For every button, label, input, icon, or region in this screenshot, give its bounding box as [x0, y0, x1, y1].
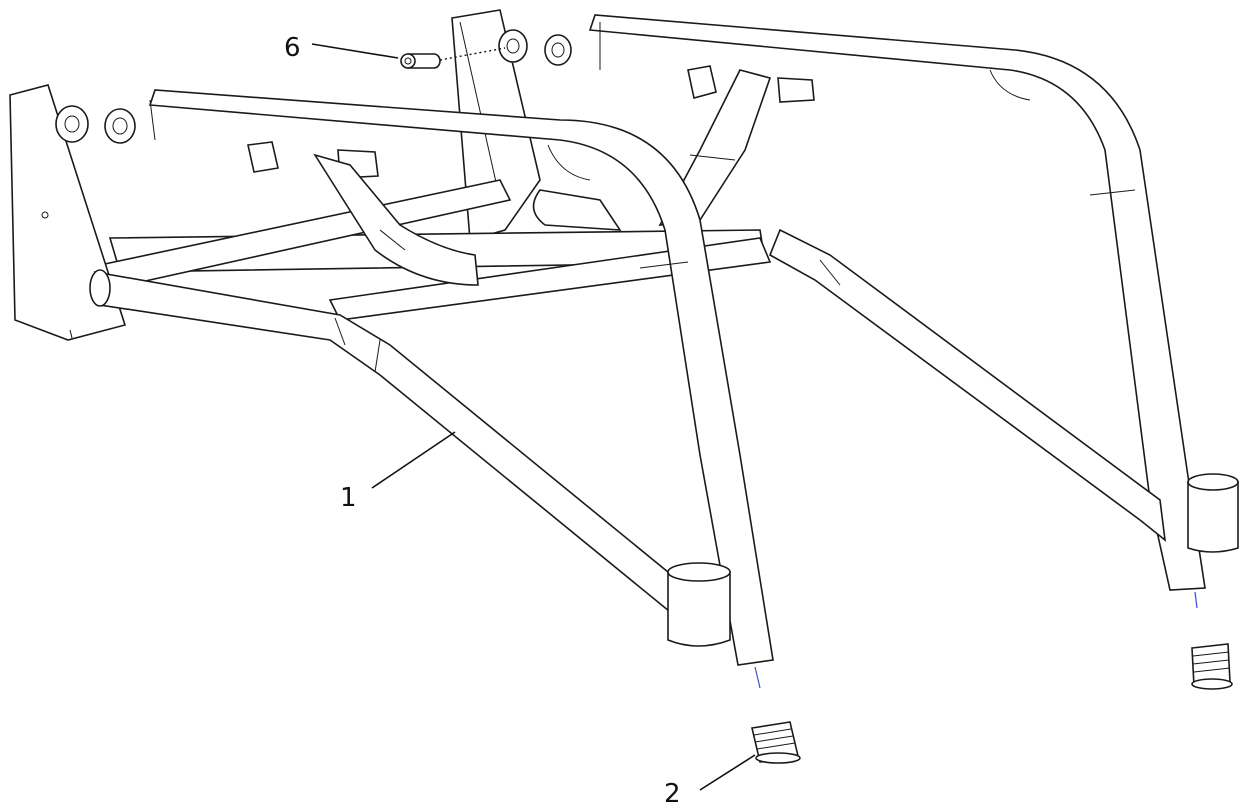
- rear-caster-cup: [1187, 473, 1239, 553]
- bushing-part: [400, 53, 441, 69]
- rear-leg-end: [1169, 587, 1206, 591]
- rear-lower-diagonal: [768, 228, 1167, 542]
- leader-2: [699, 754, 756, 791]
- cross-members: [99, 179, 772, 321]
- front-leg-end: [737, 659, 774, 666]
- rear-pivot-bosses: [498, 29, 572, 66]
- front-caster-cup: [667, 562, 731, 647]
- callout-2: 2: [664, 779, 681, 809]
- front-pivot-bosses: [55, 105, 136, 144]
- front-clips: [247, 141, 379, 179]
- end-cap-rear: [1191, 643, 1233, 690]
- leader-6: [311, 43, 399, 59]
- callout-1: 1: [340, 483, 357, 513]
- front-top-rail: [148, 89, 774, 666]
- rear-clips: [687, 65, 815, 103]
- front-curved-arm: [313, 153, 479, 286]
- rear-centerline: [1194, 591, 1198, 609]
- front-lower-arm: [89, 269, 691, 622]
- callout-6: 6: [284, 33, 301, 63]
- leader-1: [371, 431, 456, 489]
- end-cap-front: [751, 721, 801, 764]
- bushing-dotted-path: [439, 47, 506, 61]
- front-centerline: [754, 666, 761, 689]
